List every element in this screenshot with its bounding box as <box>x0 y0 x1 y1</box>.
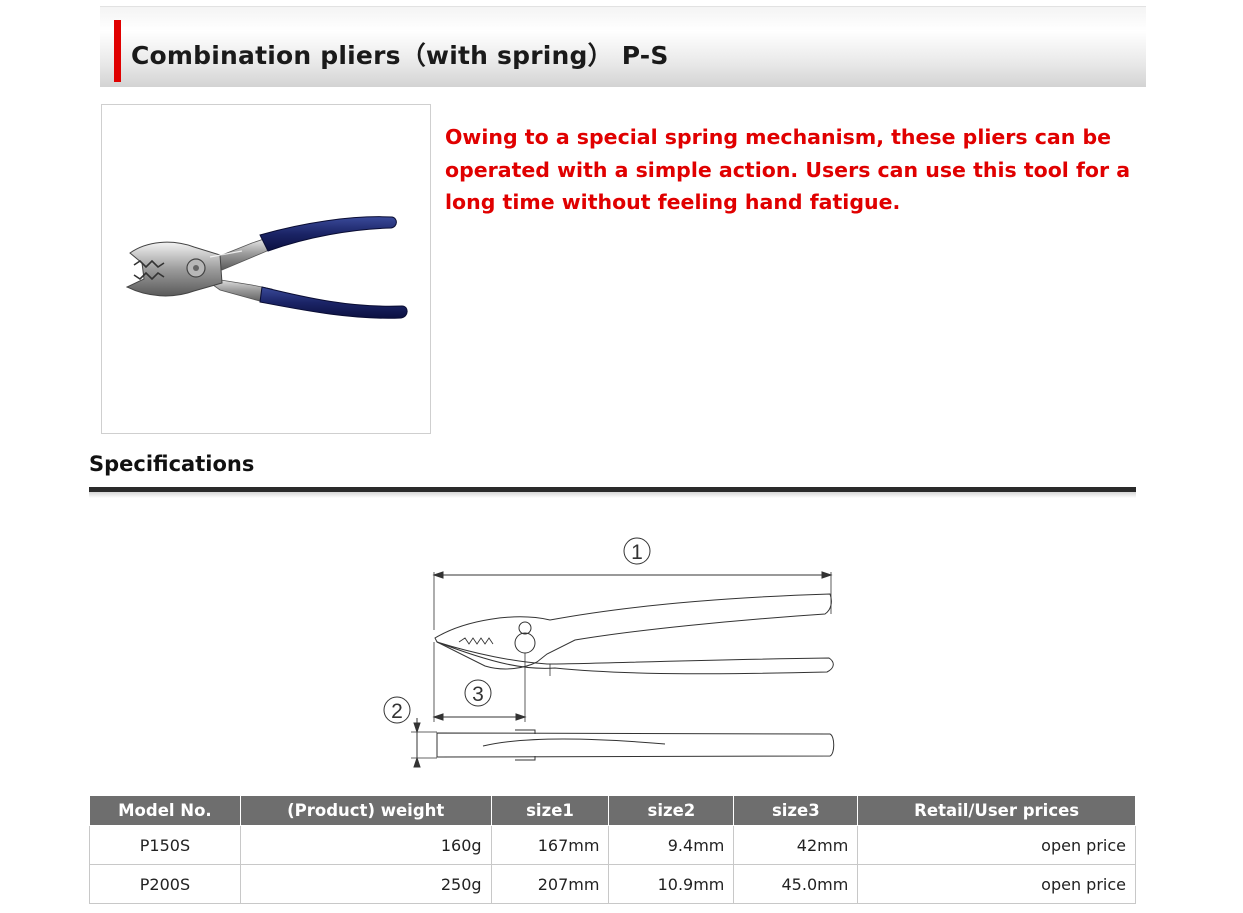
header-weight: (Product) weight <box>239 795 492 826</box>
cell-size3: 42mm <box>733 825 859 865</box>
svg-text:1: 1 <box>631 541 643 564</box>
cell-model: P200S <box>89 864 241 904</box>
header-price: Retail/User prices <box>857 795 1136 826</box>
cell-model: P150S <box>89 825 241 865</box>
cell-size2: 10.9mm <box>608 864 735 904</box>
table-header-row: Model No. (Product) weight size1 size2 s… <box>89 795 1136 826</box>
table-row: P200S 250g 207mm 10.9mm 45.0mm open pric… <box>89 864 1136 904</box>
cell-price: open price <box>857 825 1136 865</box>
specifications-heading: Specifications <box>89 452 255 476</box>
dimension-label-2: 2 <box>383 696 411 724</box>
cell-price: open price <box>857 864 1136 904</box>
header-model-no: Model No. <box>89 795 241 826</box>
specifications-table: Model No. (Product) weight size1 size2 s… <box>89 795 1136 904</box>
product-photo[interactable] <box>101 104 431 434</box>
header-size2: size2 <box>608 795 735 826</box>
specifications-divider <box>89 487 1136 492</box>
cell-size1: 167mm <box>490 825 610 865</box>
pliers-photo-image <box>125 216 408 319</box>
dimension-label-1: 1 <box>623 537 651 565</box>
title-bar <box>100 6 1146 87</box>
svg-text:3: 3 <box>472 683 484 706</box>
header-size3: size3 <box>733 795 859 826</box>
cell-size2: 9.4mm <box>608 825 735 865</box>
header-size1: size1 <box>490 795 610 826</box>
cell-weight: 160g <box>239 825 492 865</box>
dimension-diagram: 1 2 3 <box>383 537 835 768</box>
title-accent-bar <box>114 20 121 82</box>
cell-size1: 207mm <box>490 864 610 904</box>
cell-size3: 45.0mm <box>733 864 859 904</box>
page-title: Combination pliers（with spring） P-S <box>131 41 669 70</box>
svg-text:2: 2 <box>391 700 403 723</box>
dimension-label-3: 3 <box>464 679 492 707</box>
cell-weight: 250g <box>239 864 492 904</box>
specifications-divider-shadow <box>89 492 1136 498</box>
table-row: P150S 160g 167mm 9.4mm 42mm open price <box>89 825 1136 865</box>
product-description: Owing to a special spring mechanism, the… <box>445 125 1131 214</box>
